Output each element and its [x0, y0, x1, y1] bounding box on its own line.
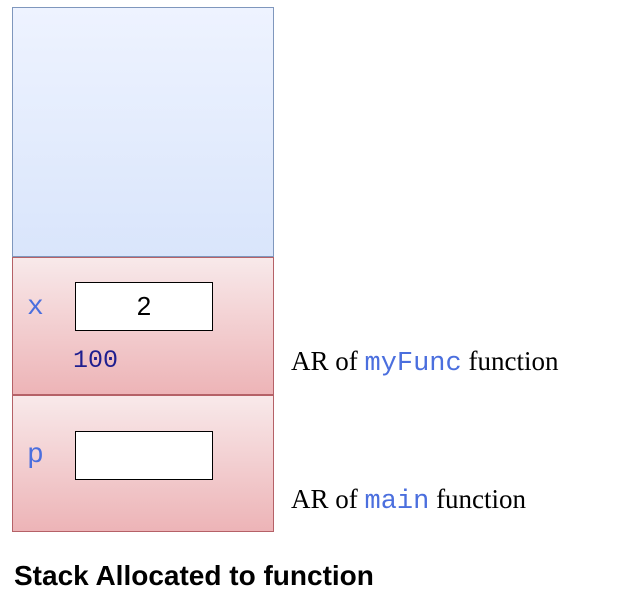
- ar-label-myfunc-function-name: myFunc: [364, 349, 462, 379]
- ar-label-myfunc-suffix: function: [468, 346, 559, 376]
- variable-name-p: p: [27, 440, 44, 471]
- variable-value-box-p: [75, 431, 213, 480]
- ar-label-myfunc-prefix: AR of: [291, 346, 365, 376]
- activation-record-myfunc: x 2 100: [12, 257, 274, 395]
- ar-label-main-suffix: function: [436, 484, 527, 514]
- diagram-caption: Stack Allocated to function: [14, 560, 374, 591]
- ar-label-main-prefix: AR of: [291, 484, 365, 514]
- ar-label-myfunc: AR of myFunc function: [291, 348, 558, 378]
- activation-record-main: p: [12, 395, 274, 532]
- stack-free-space: [12, 7, 274, 257]
- variable-value-box-x: 2: [75, 282, 213, 331]
- variable-address-x: 100: [73, 346, 119, 375]
- variable-value-x: 2: [136, 291, 152, 321]
- ar-label-main-function-name: main: [364, 487, 430, 517]
- ar-label-main: AR of main function: [291, 486, 526, 516]
- variable-name-x: x: [27, 292, 44, 323]
